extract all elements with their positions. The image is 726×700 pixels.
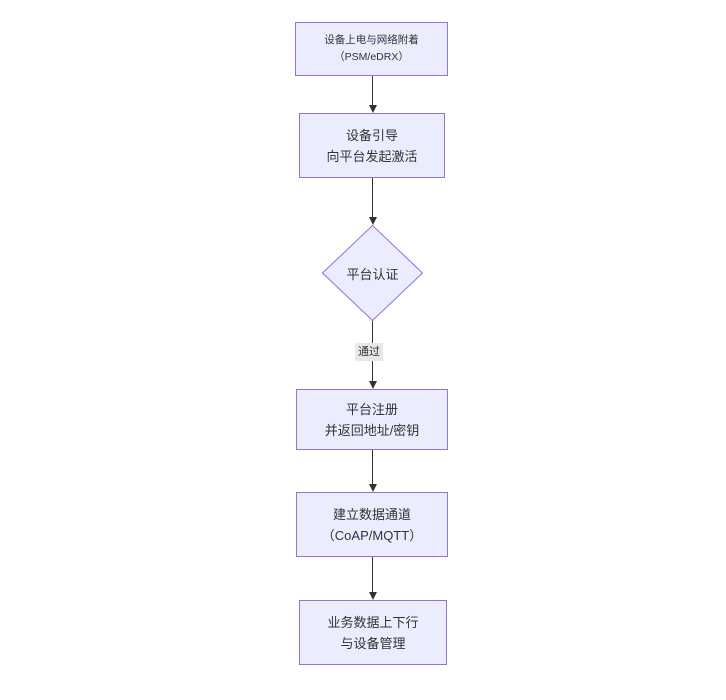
node-label-line: 平台注册 <box>345 401 398 417</box>
edge-line <box>372 76 373 105</box>
arrow-down-icon <box>368 592 377 600</box>
node-establish-data-channel: 建立数据通道 （CoAP/MQTT） <box>296 492 448 557</box>
node-label-line: （CoAP/MQTT） <box>321 527 423 543</box>
node-platform-auth-decision: 平台认证 <box>322 225 423 321</box>
edge-label-pass: 通过 <box>355 343 383 361</box>
diamond-shape <box>322 225 423 321</box>
node-label-line: 设备引导 <box>345 127 398 143</box>
node-label-line: 设备上电与网络附着 <box>324 34 419 46</box>
arrow-down-icon <box>368 105 377 113</box>
node-label: 平台认证 <box>346 266 399 282</box>
arrow-down-icon <box>368 484 377 492</box>
node-label-line: 向平台发起激活 <box>326 148 418 164</box>
node-label-line: 并返回地址/密钥 <box>324 422 420 438</box>
edge-line <box>372 557 373 592</box>
node-label-line: 建立数据通道 <box>332 506 411 522</box>
node-device-power-network-attach: 设备上电与网络附着 （PSM/eDRX） <box>295 22 448 76</box>
edge-bootstrap-to-auth <box>368 178 377 225</box>
node-label-line: （PSM/eDRX） <box>334 51 409 63</box>
edge-channel-to-business <box>368 557 377 600</box>
node-label-line: 与设备管理 <box>340 635 406 651</box>
node-label-line: 业务数据上下行 <box>327 614 419 630</box>
edge-attach-to-bootstrap <box>368 76 377 113</box>
edge-register-to-channel <box>368 450 377 492</box>
node-business-data-management: 业务数据上下行 与设备管理 <box>299 600 447 665</box>
arrow-down-icon <box>368 381 377 389</box>
edge-line <box>372 178 373 217</box>
node-device-bootstrap-activate: 设备引导 向平台发起激活 <box>299 113 445 178</box>
arrow-down-icon <box>368 217 377 225</box>
edge-line <box>372 450 373 484</box>
node-platform-register: 平台注册 并返回地址/密钥 <box>296 389 448 450</box>
